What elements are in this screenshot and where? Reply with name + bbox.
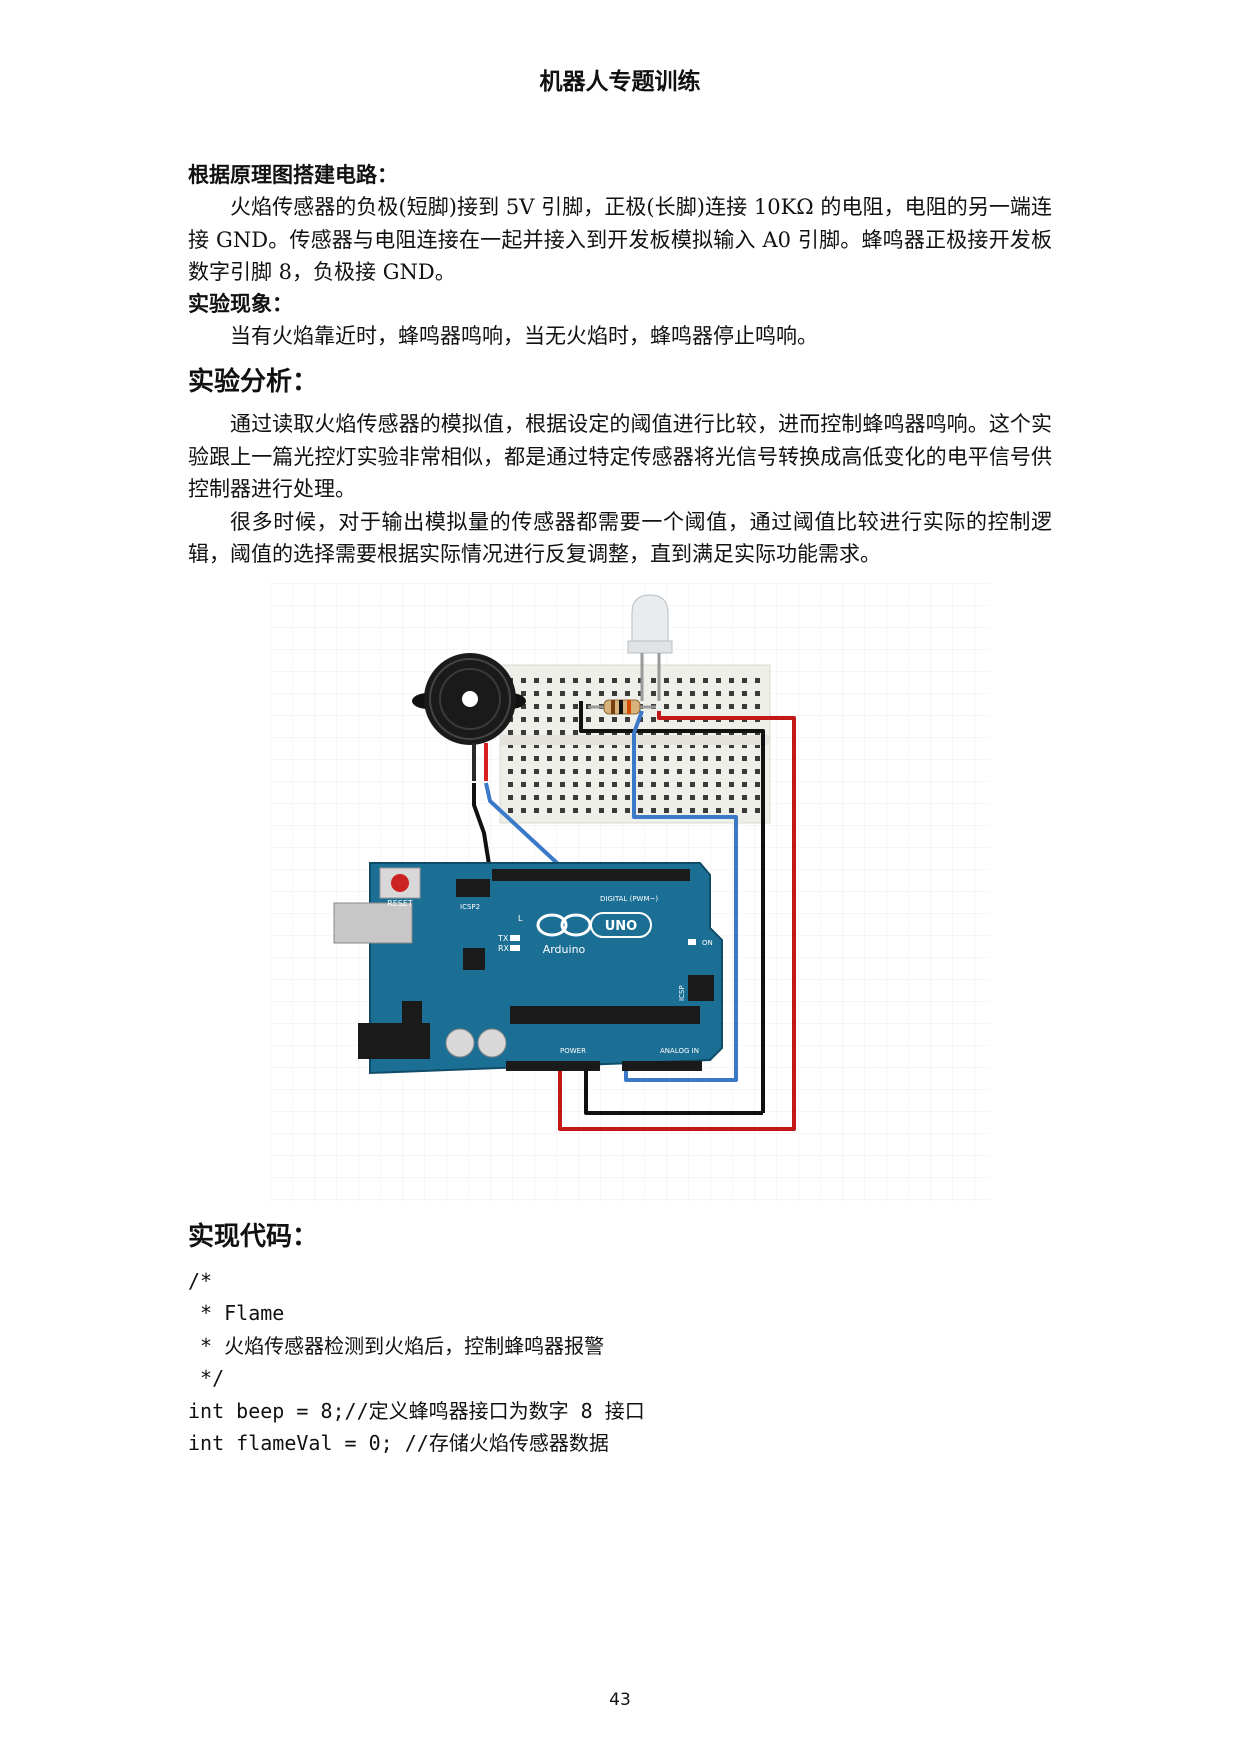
page-number: 43 (609, 1690, 631, 1710)
code-block: /* * Flame * 火焰传感器检测到火焰后，控制蜂鸣器报警 */ int … (188, 1265, 1052, 1460)
rx-label: RX (498, 944, 510, 953)
circuit-diagram: RESET ICSP2 DIGITAL (PWM~) L TX RX UNO A… (270, 582, 990, 1203)
code-line: * 火焰传感器检测到火焰后，控制蜂鸣器报警 (188, 1333, 605, 1358)
board-model: UNO (605, 919, 638, 934)
icsp-label: ICSP (678, 985, 686, 1001)
code-heading: 实现代码： (188, 1221, 319, 1252)
circuit-paragraph: 火焰传感器的负极(短脚)接到 5V 引脚，正极(长脚)连接 10KΩ 的电阻，电… (188, 195, 1052, 284)
code-line: */ (188, 1366, 225, 1390)
analysis-paragraph-2: 很多时候，对于输出模拟量的传感器都需要一个阈值，通过阈值比较进行实际的控制逻辑，… (188, 509, 1052, 567)
code-line: * Flame (188, 1301, 285, 1325)
analysis-paragraph-1: 通过读取火焰传感器的模拟值，根据设定的阈值进行比较，进而控制蜂鸣器鸣响。这个实验… (188, 412, 1052, 501)
analysis-heading: 实验分析： (188, 367, 319, 397)
power-header (506, 1060, 600, 1071)
circuit-svg: RESET ICSP2 DIGITAL (PWM~) L TX RX UNO A… (270, 582, 990, 1203)
reset-button[interactable] (391, 873, 409, 892)
arduino-logo-icon (536, 911, 652, 938)
phenomenon-paragraph: 当有火焰靠近时，蜂鸣器鸣响，当无火焰时，蜂鸣器停止鸣响。 (230, 323, 818, 348)
power-label: POWER (560, 1047, 586, 1055)
code-line: int beep = 8;//定义蜂鸣器接口为数字 8 接口 (188, 1398, 645, 1423)
l-label: L (518, 914, 523, 923)
code-line: /* (188, 1268, 213, 1293)
circuit-heading: 根据原理图搭建电路： (188, 163, 398, 187)
on-label: ON (702, 939, 713, 947)
code-line: int flameVal = 0; //存储火焰传感器数据 (188, 1431, 609, 1455)
digital-label: DIGITAL (PWM~) (600, 895, 658, 903)
tx-label: TX (497, 934, 509, 943)
digital-header (492, 868, 690, 881)
page-header: 机器人专题训练 (539, 69, 701, 95)
page-content: 根据原理图搭建电路： 火焰传感器的负极(短脚)接到 5V 引脚，正极(长脚)连接… (188, 160, 1052, 1460)
icsp2-label: ICSP2 (460, 903, 480, 911)
board-brand: Arduino (543, 943, 586, 956)
flame-sensor (627, 593, 673, 701)
analog-label: ANALOG IN (660, 1047, 699, 1055)
arduino-uno-board: RESET ICSP2 DIGITAL (PWM~) L TX RX UNO A… (333, 861, 723, 1074)
resistor (588, 699, 656, 714)
reset-label: RESET (387, 899, 413, 908)
wires (472, 700, 796, 1131)
phenomenon-heading: 实验现象： (188, 291, 293, 316)
analog-header (622, 1060, 702, 1071)
buzzer (412, 652, 526, 781)
